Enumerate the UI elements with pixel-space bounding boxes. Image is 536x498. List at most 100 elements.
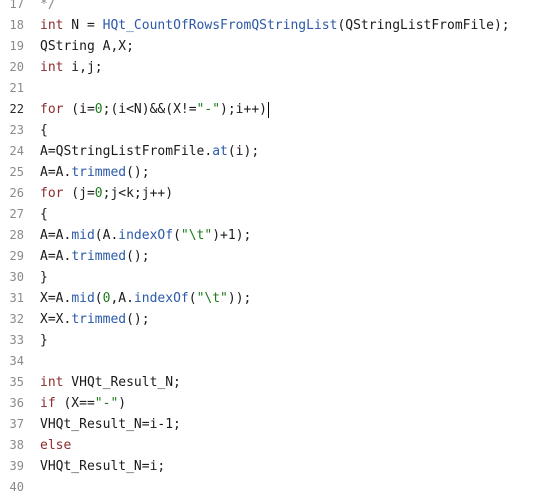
code-token: ) (118, 396, 127, 411)
code-line[interactable]: 34 (0, 351, 536, 372)
code-token: N = (63, 18, 103, 33)
code-token: ( (188, 291, 197, 306)
line-number: 29 (9, 249, 24, 263)
code-token: indexOf (118, 228, 174, 243)
line-number: 37 (9, 417, 24, 431)
code-line[interactable]: 24 A=QStringListFromFile.at(i); (0, 141, 536, 162)
code-token: A=A. (40, 249, 72, 264)
code-token: "\t" (180, 228, 213, 243)
code-line[interactable]: 37 VHQt_Result_N=i-1; (0, 414, 536, 435)
code-token: VHQt_Result_N; (63, 375, 181, 390)
code-token: ( (94, 291, 103, 306)
code-line[interactable]: 17*/ (0, 0, 536, 15)
code-token: (QStringListFromFile); (337, 18, 510, 33)
code-line[interactable]: 27 { (0, 204, 536, 225)
code-text[interactable]: for (i=0;(i<N)&&(X!="-");i++) (40, 99, 269, 120)
line-number: 18 (9, 18, 24, 32)
code-token: );i++) (220, 102, 267, 117)
code-token: 0 (102, 291, 111, 306)
code-line[interactable]: 33} (0, 330, 536, 351)
code-text[interactable]: int VHQt_Result_N; (40, 372, 181, 393)
code-text[interactable]: X=A.mid(0,A.indexOf("\t")); (40, 288, 251, 309)
code-text[interactable]: int N = HQt_CountOfRowsFromQStringList(Q… (40, 15, 510, 36)
code-token: { (40, 123, 48, 138)
code-text[interactable]: if (X=="-") (40, 393, 126, 414)
code-token: "\t" (196, 291, 228, 306)
line-number: 32 (9, 312, 24, 326)
code-token: for (40, 102, 64, 117)
code-line[interactable]: 30} (0, 267, 536, 288)
code-line[interactable]: 40 (0, 477, 536, 498)
line-number: 28 (9, 228, 24, 242)
line-number: 27 (9, 207, 24, 221)
code-token: int (40, 375, 64, 390)
code-text[interactable]: { (40, 204, 48, 225)
code-token: "-" (94, 396, 119, 411)
line-number: 30 (9, 270, 24, 284)
code-line[interactable]: 20 int i,j; (0, 57, 536, 78)
code-token: ;j<k;j++) (102, 186, 174, 201)
line-number: 21 (9, 81, 24, 95)
line-number: 23 (9, 123, 24, 137)
code-line[interactable]: 23 { (0, 120, 536, 141)
code-text[interactable]: } (40, 330, 48, 351)
code-token: indexOf (133, 291, 189, 306)
code-token: (A. (94, 228, 119, 243)
code-token: )+1); (212, 228, 252, 243)
code-token: 0 (94, 102, 103, 117)
code-text[interactable]: { (40, 120, 48, 141)
code-text[interactable]: VHQt_Result_N=i; (40, 456, 165, 477)
code-line[interactable]: 18 int N = HQt_CountOfRowsFromQStringList… (0, 15, 536, 36)
line-number: 24 (9, 144, 24, 158)
code-line[interactable]: 21 (0, 78, 536, 99)
code-text[interactable]: VHQt_Result_N=i-1; (40, 414, 181, 435)
code-line[interactable]: 28 A=A.mid(A.indexOf("\t")+1); (0, 225, 536, 246)
code-token: int (40, 18, 64, 33)
code-token: 0 (94, 186, 103, 201)
code-text[interactable]: int i,j; (40, 57, 103, 78)
code-token: A=A. (40, 228, 72, 243)
code-token: )); (227, 291, 252, 306)
code-token: */ (40, 0, 56, 12)
code-token: else (40, 438, 72, 453)
code-text[interactable]: */ (40, 0, 56, 15)
code-token: X=X. (40, 312, 72, 327)
code-line[interactable]: 32 X=X.trimmed(); (0, 309, 536, 330)
code-token: (); (126, 165, 150, 180)
code-line[interactable]: 25 A=A.trimmed(); (0, 162, 536, 183)
code-token: trimmed (71, 312, 127, 327)
code-token: (j= (63, 186, 95, 201)
line-number: 20 (9, 60, 24, 74)
code-line[interactable]: 19 QString A,X; (0, 36, 536, 57)
line-number: 19 (9, 39, 24, 53)
code-text[interactable]: else (40, 435, 71, 456)
code-token: X=A. (40, 291, 72, 306)
code-text[interactable]: A=A.trimmed(); (40, 246, 150, 267)
code-token: mid (71, 228, 95, 243)
code-token: ( (173, 228, 181, 243)
code-token: int (40, 60, 64, 75)
code-token: mid (71, 291, 95, 306)
code-text[interactable]: QString A,X; (40, 36, 134, 57)
code-line[interactable]: 29 A=A.trimmed(); (0, 246, 536, 267)
code-text[interactable]: for (j=0;j<k;j++) (40, 183, 173, 204)
code-token: if (40, 396, 56, 411)
code-text[interactable]: X=X.trimmed(); (40, 309, 150, 330)
code-token: } (40, 333, 48, 348)
code-text[interactable]: } (40, 267, 48, 288)
line-number: 25 (9, 165, 24, 179)
code-token: } (40, 270, 48, 285)
code-token: VHQt_Result_N=i; (40, 459, 166, 474)
code-text[interactable]: A=A.trimmed(); (40, 162, 150, 183)
code-token: (); (126, 312, 150, 327)
code-text[interactable]: A=A.mid(A.indexOf("\t")+1); (40, 225, 251, 246)
code-text[interactable]: A=QStringListFromFile.at(i); (40, 141, 259, 162)
